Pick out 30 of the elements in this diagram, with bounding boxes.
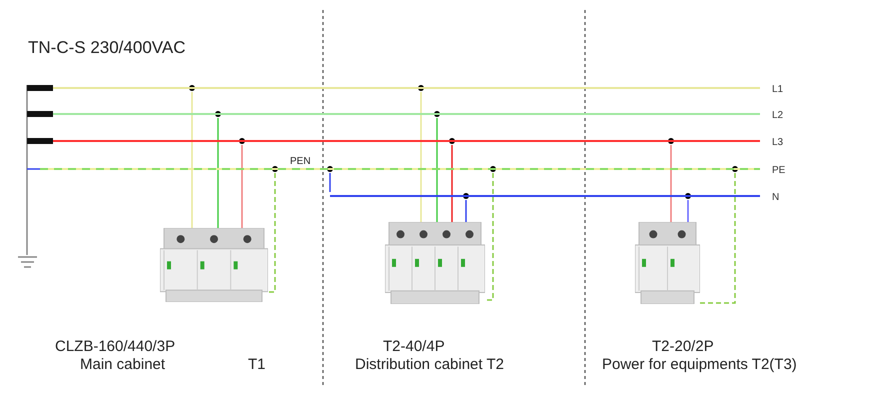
wire xyxy=(217,118,219,228)
device-caption: T1 xyxy=(248,356,266,373)
l2-busbar: L2 xyxy=(53,110,800,118)
pe-busbar: PE xyxy=(40,165,800,173)
wire xyxy=(329,173,331,192)
wire xyxy=(700,173,736,304)
wire xyxy=(670,145,672,222)
device-caption: T2-40/4P xyxy=(383,338,445,355)
line-label: PEN xyxy=(290,156,311,167)
wire xyxy=(420,92,422,222)
wire xyxy=(687,200,689,222)
device-caption: Distribution cabinet T2 xyxy=(355,356,504,373)
wire xyxy=(451,145,453,222)
wire xyxy=(241,145,243,228)
device-caption: Main cabinet xyxy=(80,356,166,373)
surge-protector-drawing xyxy=(385,222,485,304)
wire xyxy=(465,200,467,222)
surge-protector-drawing xyxy=(160,228,268,302)
device-caption: CLZB-160/440/3P xyxy=(55,338,176,355)
diagram-title: TN-C-S 230/400VAC xyxy=(28,38,186,58)
device-caption: Power for equipments T2(T3) xyxy=(602,356,797,373)
wire xyxy=(436,118,438,222)
wire xyxy=(268,173,276,293)
wire xyxy=(191,92,193,228)
l3-busbar: L3 xyxy=(53,137,800,145)
wire xyxy=(485,173,494,301)
device-caption: T2-20/2P xyxy=(652,338,714,355)
n-busbar: N xyxy=(330,192,800,200)
surge-protector-drawing xyxy=(635,222,700,304)
l1-busbar: L1 xyxy=(53,84,800,92)
